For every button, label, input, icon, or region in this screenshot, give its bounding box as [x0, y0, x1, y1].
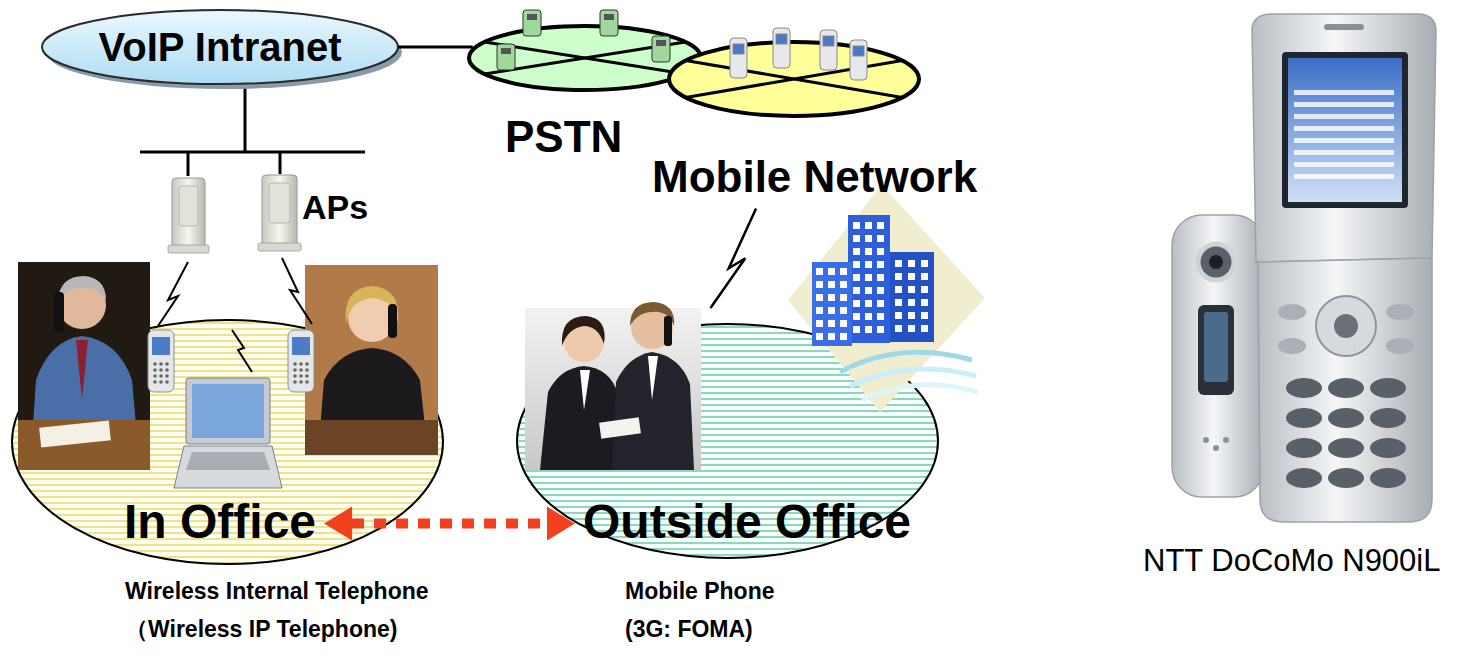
wireless-link: [711, 209, 757, 308]
telephone-icon: [501, 14, 666, 54]
node-label: Outside Office: [583, 494, 911, 549]
telephone-icon: [497, 10, 670, 70]
roaming-arrow: [324, 507, 575, 541]
network-ellipse: Mobile Network: [665, 38, 923, 120]
outside-photo: [525, 185, 985, 470]
area-oval: In Office: [10, 318, 445, 566]
node-label: PSTN: [505, 112, 622, 163]
access-point: [168, 178, 209, 253]
access-point: [258, 175, 301, 251]
text-label: Wireless Internal Telephone （Wireless IP…: [125, 572, 475, 648]
text-label: APs: [302, 188, 368, 227]
node-outline: [665, 38, 923, 120]
mobile-icon: [730, 28, 867, 80]
node-label: VoIP Intranet: [98, 24, 341, 70]
area-oval: Outside Office: [515, 322, 940, 560]
node-label: In Office: [124, 494, 316, 549]
network-ellipse: VoIP Intranet: [40, 8, 400, 86]
node-label: Mobile Network: [652, 152, 977, 203]
office-photo: [18, 258, 438, 488]
network-link: [398, 47, 473, 48]
text-label: Mobile Phone (3G: FOMA): [625, 572, 810, 648]
phone-photo: [1172, 14, 1436, 522]
lan-bus: [140, 86, 365, 176]
text-label: NTT DoCoMo N900iL: [1143, 543, 1440, 579]
